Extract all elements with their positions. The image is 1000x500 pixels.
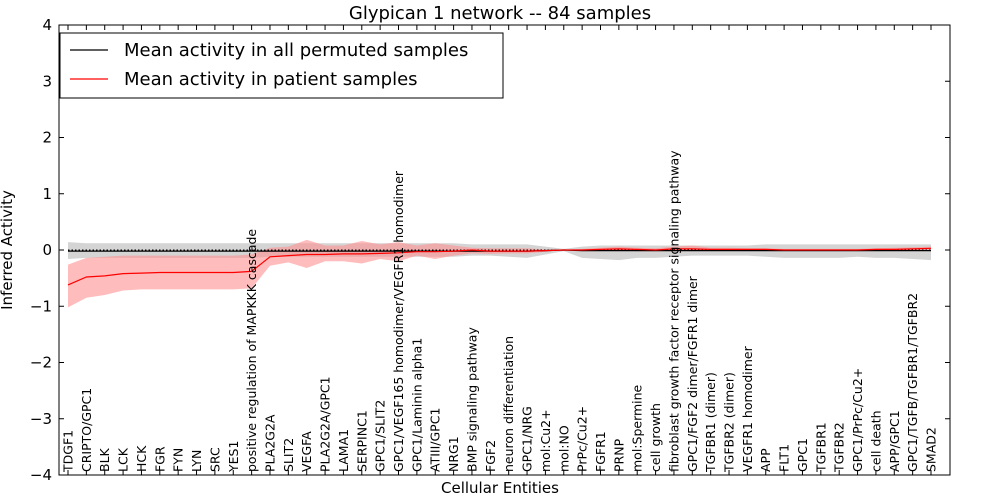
x-category-label: GPC1/TGFB/TGFBR1/TGFBR2	[905, 293, 920, 472]
x-category-label: APP	[758, 448, 773, 472]
x-category-label: positive regulation of MAPKKK cascade	[244, 229, 259, 472]
x-category-label: VEGFR1 homodimer	[740, 345, 755, 472]
x-category-label: GPC1/VEGF165 homodimer/VEGFR1 homodimer	[391, 170, 406, 472]
x-category-label: GPC1/NRG	[520, 406, 535, 472]
legend-box	[59, 32, 504, 99]
x-category-label: GPC1/PrPc/Cu2+	[850, 368, 865, 472]
x-category-label: NRG1	[446, 436, 461, 472]
x-category-label: CRIPTO/GPC1	[79, 388, 94, 472]
x-category-label: SMAD2	[924, 427, 939, 472]
x-category-label: mol:Cu2+	[538, 409, 553, 472]
x-category-label: VEGFA	[299, 431, 314, 472]
y-tick-label: 3	[42, 72, 52, 90]
legend-label: Mean activity in all permuted samples	[124, 40, 468, 61]
x-category-label: mol:Spermine	[630, 384, 645, 472]
x-category-label: FGF2	[483, 440, 498, 472]
series-lines	[67, 247, 932, 286]
x-category-label: LYN	[189, 450, 204, 472]
y-tick-label: −3	[30, 410, 52, 428]
legend: Mean activity in all permuted samplesMea…	[59, 32, 504, 99]
x-category-label: TGFBR2	[832, 422, 847, 473]
y-axis-ticks: −4 −3 −2 −1 0 1 2 3 4	[30, 16, 950, 484]
y-tick-label: 1	[42, 185, 52, 203]
x-category-label: FYN	[171, 448, 186, 472]
x-category-label: GPC1/Laminin alpha1	[409, 338, 424, 472]
y-tick-label: −4	[30, 466, 52, 484]
x-category-label: GPC1/SLIT2	[373, 400, 388, 472]
x-category-label: TGFBR1	[813, 422, 828, 473]
x-category-label: PLA2G2A/GPC1	[318, 376, 333, 472]
x-category-label: FGFR1	[593, 431, 608, 472]
x-category-label: cell growth	[648, 403, 663, 472]
x-category-label: YES1	[226, 441, 241, 473]
y-tick-label: 4	[42, 16, 52, 34]
y-tick-label: −1	[30, 297, 52, 315]
x-category-label: GPC1/FGF2 dimer/FGFR1 dimer	[685, 275, 700, 472]
x-category-label: LCK	[116, 447, 131, 472]
x-category-label: BLK	[97, 447, 112, 472]
x-category-label: SLIT2	[281, 438, 296, 472]
x-category-label: SERPINC1	[354, 410, 369, 472]
x-category-label: APP/GPC1	[887, 410, 902, 472]
series-1-line	[67, 247, 932, 286]
x-category-label: BMP signaling pathway	[465, 327, 480, 472]
x-category-label: LAMA1	[336, 429, 351, 472]
x-category-label: PrPc/Cu2+	[575, 406, 590, 472]
x-category-label: TGFBR1 (dimer)	[703, 372, 718, 473]
x-category-label: HCK	[134, 445, 149, 472]
y-tick-label: 2	[42, 129, 52, 147]
x-category-label: TGFBR2 (dimer)	[722, 372, 737, 473]
x-category-label: TDGF1	[61, 430, 76, 473]
x-category-label: ATIII/GPC1	[428, 408, 443, 472]
y-axis-title: Inferred Activity	[0, 190, 16, 310]
x-axis-title: Cellular Entities	[441, 479, 559, 497]
x-category-label: neuron differentiation	[501, 336, 516, 472]
y-tick-label: −2	[30, 354, 52, 372]
x-category-label: GPC1	[795, 438, 810, 472]
series-1-band	[68, 239, 931, 308]
x-category-label: cell death	[868, 410, 883, 472]
x-category-label: FLT1	[777, 444, 792, 472]
chart-title: Glypican 1 network -- 84 samples	[349, 3, 651, 24]
x-category-label: PRNP	[611, 438, 626, 472]
x-category-label: FGR	[152, 446, 167, 472]
y-tick-label: 0	[42, 241, 52, 259]
x-category-label: SRC	[207, 447, 222, 472]
x-category-label: PLA2G2A	[263, 414, 278, 472]
x-category-label: fibroblast growth factor receptor signal…	[666, 150, 681, 472]
legend-label: Mean activity in patient samples	[124, 69, 418, 90]
x-category-label: mol:NO	[556, 425, 571, 472]
